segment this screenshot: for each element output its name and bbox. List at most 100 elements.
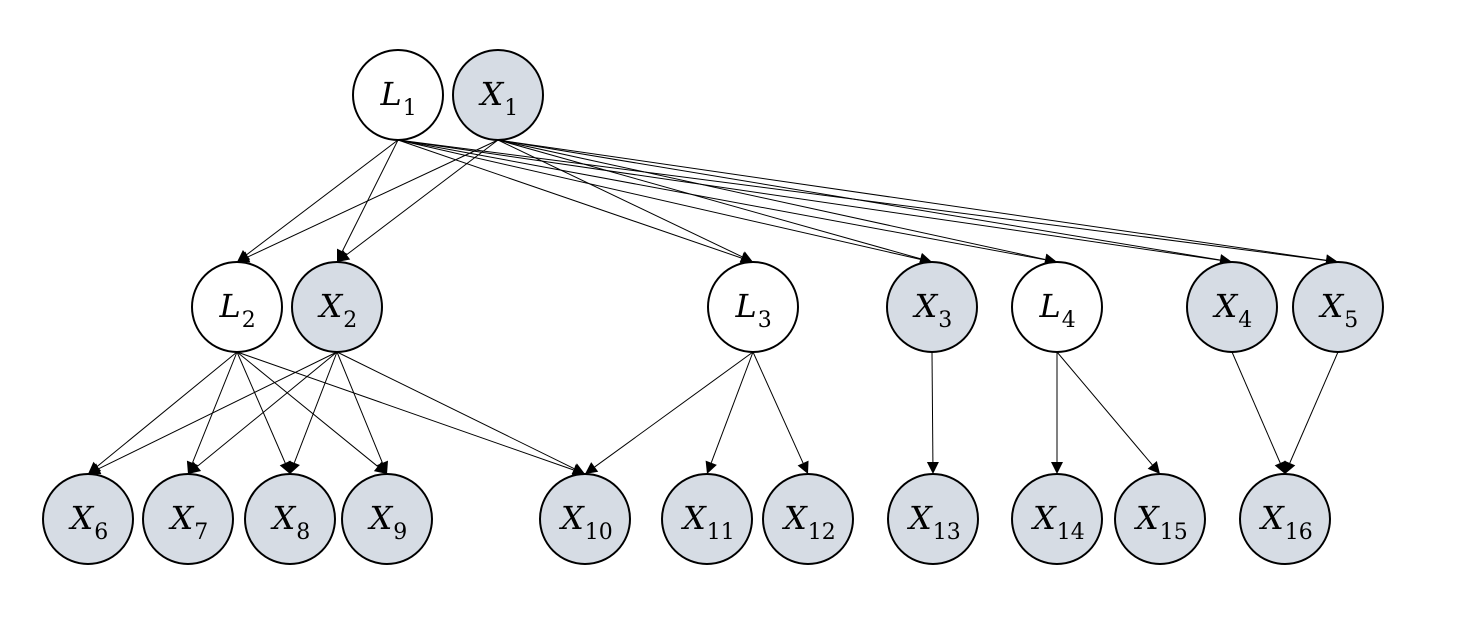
node-subscript: 4 xyxy=(1238,308,1252,333)
edge-x1-to-x5 xyxy=(497,139,1338,267)
node-x4: X4 xyxy=(1186,261,1278,353)
node-x15: X15 xyxy=(1114,473,1206,565)
edge-x1-to-l2 xyxy=(237,139,499,263)
arrowhead xyxy=(279,460,291,474)
node-subscript: 13 xyxy=(933,520,961,545)
node-variable: X xyxy=(168,499,195,537)
edge-x4-to-x16 xyxy=(1231,351,1286,474)
node-x11: X11 xyxy=(661,473,753,565)
node-subscript: 8 xyxy=(296,520,310,545)
observed-node-circle xyxy=(1011,473,1103,565)
arrowhead xyxy=(1147,460,1160,474)
node-label: L4 xyxy=(1039,287,1076,333)
edge-l2-to-x8 xyxy=(236,351,291,474)
node-variable: X xyxy=(1318,287,1345,325)
node-subscript: 4 xyxy=(1062,308,1076,333)
node-label: X12 xyxy=(781,499,836,545)
node-subscript: 5 xyxy=(1344,308,1358,333)
arrowhead xyxy=(1274,460,1286,474)
edge-x2-to-x9 xyxy=(336,351,389,474)
node-x5: X5 xyxy=(1292,261,1384,353)
node-label: X10 xyxy=(558,499,613,545)
node-label: L2 xyxy=(219,287,256,333)
node-variable: X xyxy=(680,499,707,537)
node-x10: X10 xyxy=(539,473,631,565)
edge-l1-to-x4 xyxy=(397,139,1232,267)
node-label: X11 xyxy=(680,499,735,545)
node-l3: L3 xyxy=(707,261,799,353)
arrowhead xyxy=(571,463,585,475)
node-subscript: 16 xyxy=(1285,520,1313,545)
edge-x2-to-x8 xyxy=(288,351,338,474)
arrowhead xyxy=(376,460,389,474)
node-subscript: 10 xyxy=(585,520,613,545)
node-variable: X xyxy=(912,287,939,325)
arrowhead xyxy=(188,461,202,474)
node-variable: L xyxy=(219,287,241,325)
arrowhead xyxy=(337,249,351,262)
node-label: X15 xyxy=(1133,499,1188,545)
arrowhead xyxy=(1284,460,1296,474)
node-x2: X2 xyxy=(291,261,383,353)
node-x8: X8 xyxy=(244,473,336,565)
edge-l1-to-l4 xyxy=(397,139,1057,266)
edge-x5-to-x16 xyxy=(1284,351,1339,474)
node-variable: L xyxy=(380,75,402,113)
edge-l1-to-l3 xyxy=(397,139,753,264)
observed-node-circle xyxy=(886,261,978,353)
observed-node-circle xyxy=(452,49,544,141)
observed-node-circle xyxy=(1239,473,1331,565)
node-subscript: 1 xyxy=(403,96,417,121)
node-subscript: 15 xyxy=(1160,520,1188,545)
node-label: X16 xyxy=(1258,499,1313,545)
observed-node-circle xyxy=(142,473,234,565)
edge-l4-to-x15 xyxy=(1056,351,1160,474)
node-variable: X xyxy=(1212,287,1239,325)
observed-node-circle xyxy=(1186,261,1278,353)
observed-node-circle xyxy=(341,473,433,565)
node-subscript: 9 xyxy=(393,520,407,545)
node-variable: X xyxy=(270,499,297,537)
node-x12: X12 xyxy=(762,473,854,565)
node-label: X1 xyxy=(478,75,519,121)
edge-layer xyxy=(88,139,1339,476)
node-label: X8 xyxy=(270,499,311,545)
observed-node-circle xyxy=(539,473,631,565)
observed-node-circle xyxy=(291,261,383,353)
edge-x1-to-x2 xyxy=(337,139,499,262)
node-l1: L1 xyxy=(352,49,444,141)
observed-node-circle xyxy=(1292,261,1384,353)
node-subscript: 6 xyxy=(94,520,108,545)
arrowhead xyxy=(926,461,939,474)
node-variable: X xyxy=(317,287,344,325)
edge-x2-to-x7 xyxy=(188,351,338,474)
node-l2: L2 xyxy=(191,261,283,353)
edge-x2-to-x10 xyxy=(336,351,585,475)
node-label: X13 xyxy=(906,499,961,545)
edge-l2-to-x9 xyxy=(236,351,387,474)
observed-node-circle xyxy=(42,473,134,565)
arrowhead xyxy=(739,251,753,263)
edge-l3-to-x12 xyxy=(752,351,809,474)
edge-x3-to-x13 xyxy=(926,351,939,474)
edge-x1-to-l3 xyxy=(497,139,753,263)
node-subscript: 3 xyxy=(758,308,772,333)
latent-node-circle xyxy=(707,261,799,353)
node-label: X2 xyxy=(317,287,358,333)
arrowhead xyxy=(237,251,251,263)
node-subscript: 2 xyxy=(242,308,256,333)
node-label: X7 xyxy=(168,499,209,545)
arrowhead xyxy=(585,462,599,474)
node-variable: X xyxy=(1133,499,1160,537)
latent-node-circle xyxy=(191,261,283,353)
edge-l3-to-x10 xyxy=(585,351,754,474)
edge-x1-to-x3 xyxy=(497,139,932,265)
node-subscript: 2 xyxy=(343,308,357,333)
latent-node-circle xyxy=(352,49,444,141)
observed-node-circle xyxy=(887,473,979,565)
node-subscript: 11 xyxy=(707,520,735,545)
node-label: X9 xyxy=(367,499,408,545)
edge-l2-to-x6 xyxy=(88,351,238,474)
